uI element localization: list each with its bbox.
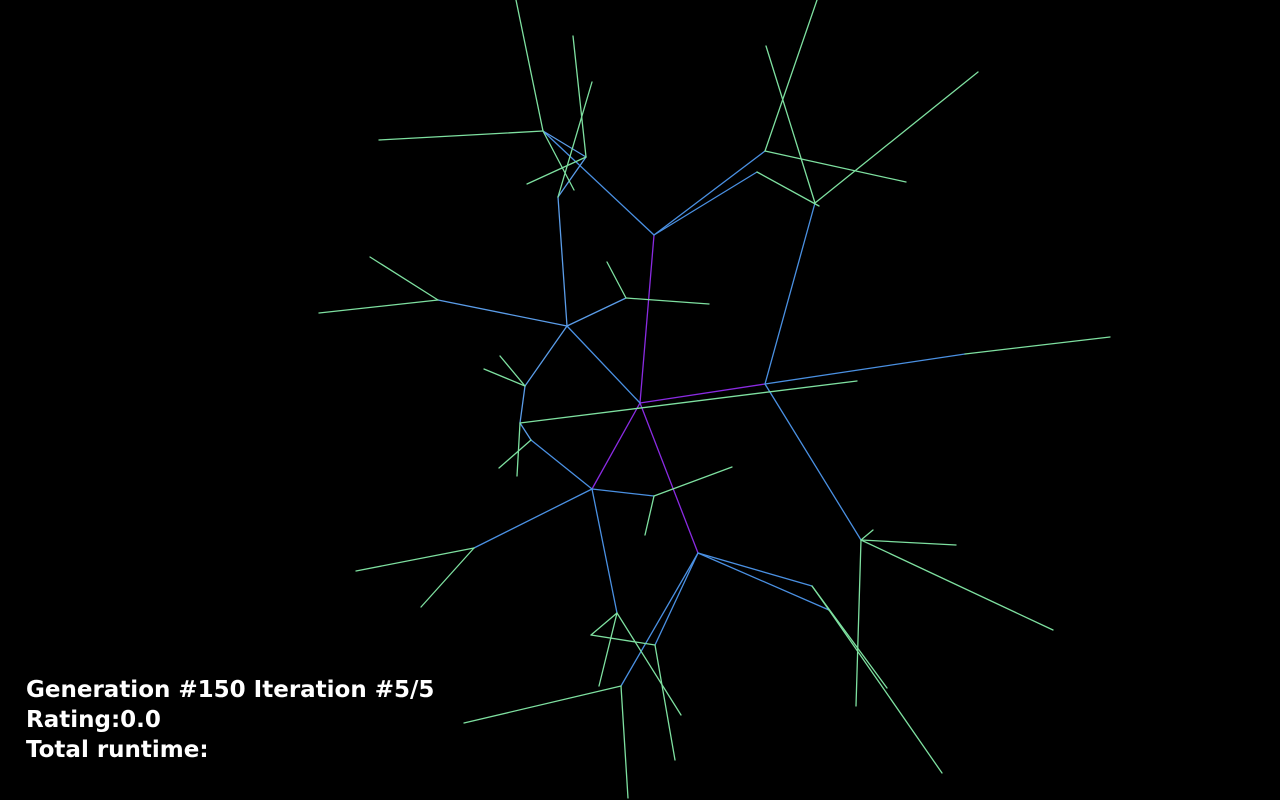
tree-branch-segment: [764, 150, 907, 183]
tree-branch-segment: [811, 585, 830, 611]
tree-branch-segment: [639, 402, 699, 554]
tree-branch-segment: [530, 439, 593, 490]
tree-branch-segment: [855, 539, 862, 707]
tree-branch-segment: [764, 202, 816, 385]
tree-branch-segment: [557, 196, 568, 327]
generation-iteration-label: Generation #150 Iteration #5/5: [26, 677, 435, 703]
tree-branch-segment: [318, 299, 439, 314]
tree-branch-segment: [516, 422, 521, 477]
tree-branch-segment: [697, 552, 830, 611]
tree-branch-segment: [620, 685, 629, 799]
tree-branch-segment: [616, 612, 682, 716]
tree-branch-segment: [378, 130, 544, 141]
tree-branch-segment: [639, 234, 655, 404]
tree-branch-segment: [590, 634, 656, 646]
tree-branch-segment: [756, 171, 820, 207]
tree-branch-segment: [355, 547, 475, 572]
tree-branch-segment: [860, 539, 1054, 631]
tree-branch-segment: [654, 552, 699, 646]
tree-branch-segment: [590, 612, 618, 636]
tree-branch-segment: [557, 156, 587, 198]
tree-branch-segment: [473, 488, 593, 549]
total-runtime-label: Total runtime:: [26, 737, 209, 763]
tree-branch-segment: [654, 644, 676, 761]
tree-branch-segment: [519, 380, 858, 424]
tree-branch-segment: [437, 299, 568, 327]
tree-branch-segment: [499, 355, 526, 387]
tree-branch-segment: [542, 130, 587, 158]
tree-branch-segment: [591, 402, 641, 490]
tree-branch-segment: [764, 353, 966, 385]
tree-branch-segment: [620, 552, 699, 687]
tree-branch-segment: [542, 130, 655, 236]
tree-branch-segment: [598, 612, 618, 687]
tree-branch-segment: [526, 156, 587, 185]
tree-branch-segment: [964, 336, 1111, 355]
tree-branch-segment: [542, 130, 575, 191]
tree-branch-segment: [765, 45, 816, 204]
tree-branch-segment: [591, 488, 655, 497]
tree-branch-segment: [625, 297, 710, 305]
tree-branch-segment: [566, 325, 641, 404]
tree-branch-segment: [653, 466, 733, 497]
tree-branch-segment: [420, 547, 475, 608]
tree-branch-segment: [606, 261, 627, 299]
tree-branch-segment: [653, 171, 758, 236]
tree-branch-segment: [463, 685, 622, 724]
tree-branch-segment: [764, 383, 862, 541]
tree-branch-segment: [572, 35, 587, 158]
tree-branch-segment: [524, 325, 568, 387]
tree-branch-segment: [697, 552, 813, 587]
tree-branch-segment: [653, 150, 766, 236]
tree-branch-segment: [644, 495, 655, 536]
tree-branch-segment: [498, 439, 532, 469]
tree-branch-segment: [814, 71, 979, 204]
tree-branch-segment: [860, 529, 874, 541]
tree-branch-segment: [828, 609, 943, 774]
tree-branch-segment: [369, 256, 439, 301]
tree-branch-segment: [483, 368, 526, 387]
hud-overlay: Generation #150 Iteration #5/5 Rating:0.…: [26, 675, 434, 765]
tree-branch-segment: [764, 0, 818, 152]
tree-branch-segment: [515, 0, 544, 132]
tree-branch-segment: [519, 385, 526, 424]
tree-branch-segment: [566, 297, 627, 327]
tree-branch-segment: [519, 422, 532, 441]
rating-label: Rating:0.0: [26, 707, 161, 733]
tree-branch-segment: [591, 488, 618, 614]
tree-branch-segment: [860, 539, 957, 546]
tree-branch-segment: [557, 81, 593, 198]
tree-branch-segment: [639, 383, 766, 404]
